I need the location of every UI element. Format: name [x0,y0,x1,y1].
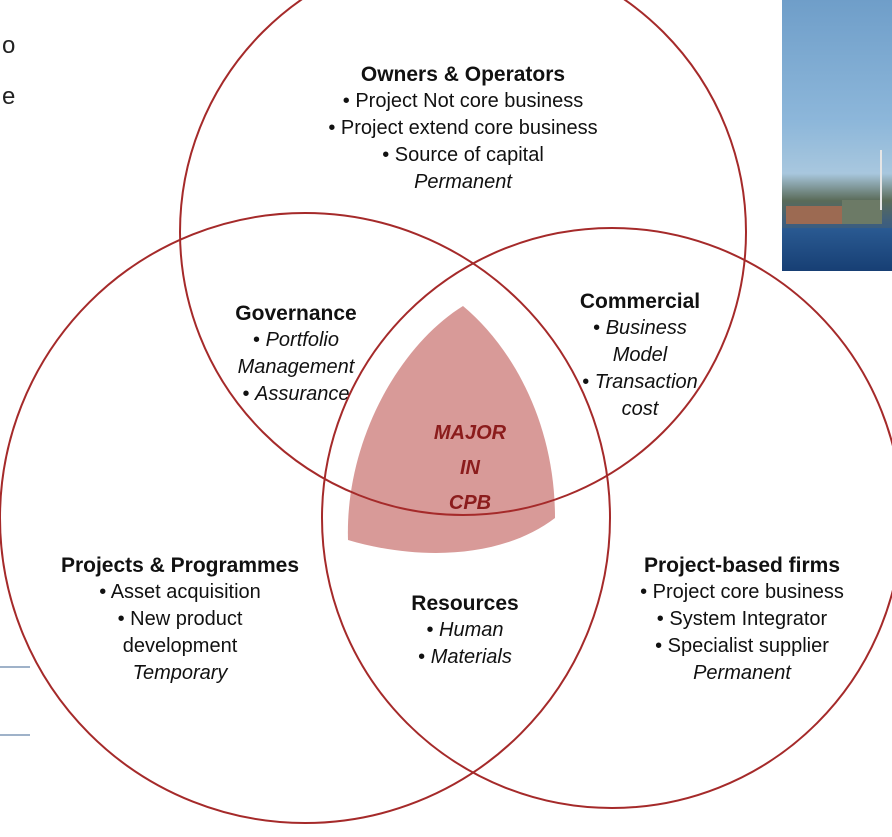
resources-title: Resources [411,592,519,615]
circle-owners-operators [179,0,747,516]
governance-label: Governance • Portfolio Management • Assu… [196,300,396,408]
owners-operators-label: Owners & Operators • Project Not core bu… [263,61,663,196]
resources-item: • Materials [418,646,512,668]
photo-water [782,228,892,271]
center-line: IN [460,457,480,479]
firms-title: Project-based firms [643,554,841,577]
commercial-item: • Business [593,317,687,339]
owners-item: • Project extend core business [328,117,598,139]
firms-item: • System Integrator [656,608,828,630]
projects-item: • New product [117,608,243,630]
divider-line [0,666,30,668]
circle-project-based-firms [321,227,892,809]
projects-item: • Asset acquisition [99,581,261,603]
owners-item: • Source of capital [382,144,544,166]
center-label: MAJOR IN CPB [400,416,540,521]
governance-title: Governance [235,302,357,325]
projects-programmes-label: Projects & Programmes • Asset acquisitio… [20,552,340,687]
commercial-item: Model [612,344,668,366]
firms-item: • Project core business [640,581,844,603]
resources-item: • Human [426,619,504,641]
left-fragment-1: o [2,32,16,59]
owners-title: Owners & Operators [360,63,566,86]
governance-item: Management [237,356,355,378]
circle-projects-programmes [0,212,611,824]
center-overlap-shape [347,306,555,553]
firms-item: • Specialist supplier [655,635,829,657]
commercial-item: • Transaction [582,371,698,393]
projects-item: development [122,635,238,657]
divider-line [0,734,30,736]
harbour-photo [782,0,892,271]
center-line: CPB [448,492,492,514]
commercial-title: Commercial [579,290,701,313]
resources-label: Resources • Human • Materials [375,590,555,671]
owners-tag: Permanent [414,171,512,193]
center-line: MAJOR [433,422,507,444]
projects-tag: Temporary [132,662,228,684]
commercial-item: cost [621,398,659,420]
left-fragment-2: e [2,83,16,110]
photo-building [786,206,846,224]
projects-title: Projects & Programmes [60,554,300,577]
photo-crane [880,150,882,210]
commercial-label: Commercial • Business Model • Transactio… [545,288,735,423]
governance-item: • Assurance [242,383,350,405]
project-based-firms-label: Project-based firms • Project core busin… [592,552,892,687]
owners-item: • Project Not core business [342,90,584,112]
photo-building [842,200,882,224]
governance-item: • Portfolio [253,329,339,351]
firms-tag: Permanent [693,662,791,684]
